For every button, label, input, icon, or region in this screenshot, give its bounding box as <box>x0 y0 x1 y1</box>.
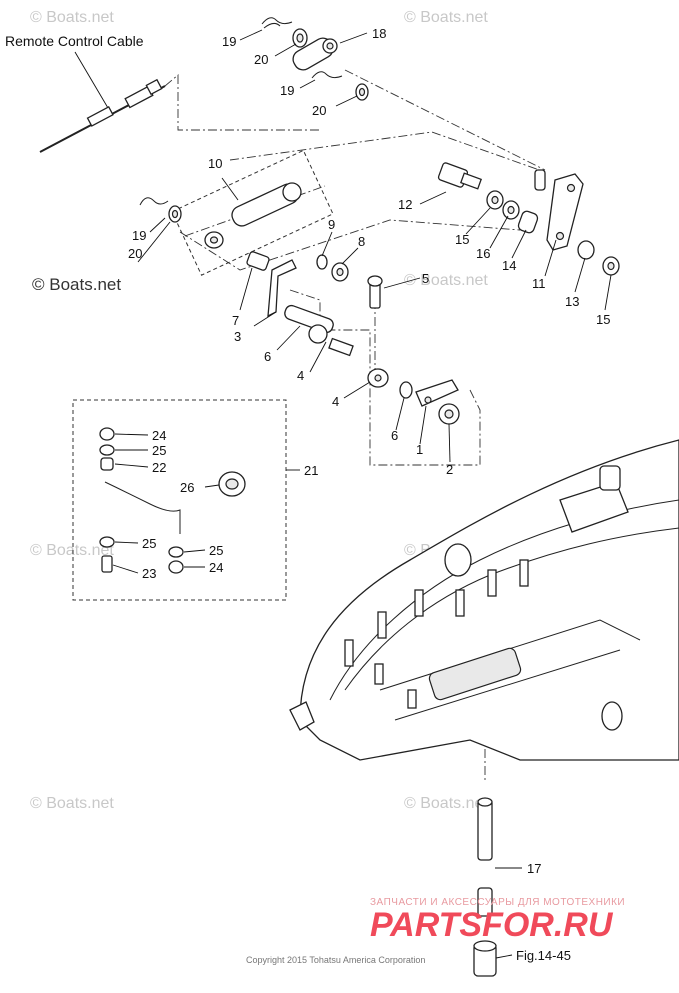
callout-18: 18 <box>372 26 386 41</box>
footer: ЗАПЧАСТИ И АКСЕССУАРЫ ДЛЯ МОТОТЕХНИКИ PA… <box>246 897 625 965</box>
callout-22: 22 <box>152 460 166 475</box>
cowling-posts <box>344 559 529 709</box>
figure-reference: Fig.14-45 <box>516 948 571 963</box>
callout-10: 10 <box>208 156 222 171</box>
callout-12: 12 <box>398 197 412 212</box>
watermark-text: © Boats.net <box>404 795 488 812</box>
callout-19: 19 <box>280 83 294 98</box>
remote-control-cable: Remote Control Cable <box>5 33 166 153</box>
callout-7: 7 <box>232 313 239 328</box>
bracket-assembly-right <box>437 162 620 276</box>
watermark-text: © Boats.net <box>30 9 114 26</box>
watermark-text: © Boats.net <box>32 275 121 294</box>
watermark-text: © Boats.net <box>404 272 488 289</box>
rod-assembly <box>139 149 334 276</box>
callout-21: 21 <box>304 463 318 478</box>
callout-6: 6 <box>264 349 271 364</box>
bottom-cowling <box>289 439 679 761</box>
callout-23: 23 <box>142 566 156 581</box>
callout-24: 24 <box>209 560 223 575</box>
brand-logo: PARTSFOR.RU <box>370 906 614 944</box>
callout-26: 26 <box>180 480 194 495</box>
callout-25: 25 <box>152 443 166 458</box>
callout-19: 19 <box>222 34 236 49</box>
callout-1: 1 <box>416 442 423 457</box>
remote-control-cable-label: Remote Control Cable <box>5 33 144 49</box>
watermark-text: © Boats.net <box>30 795 114 812</box>
shaft-assembly <box>473 797 497 977</box>
callout-25: 25 <box>142 536 156 551</box>
callout-4: 4 <box>297 368 304 383</box>
callout-4: 4 <box>332 394 339 409</box>
callout-8: 8 <box>358 234 365 249</box>
callout-25: 25 <box>209 543 223 558</box>
copyright-text: Copyright 2015 Tohatsu America Corporati… <box>246 955 425 965</box>
callout-17: 17 <box>527 861 541 876</box>
callout-labels: 19 20 18 19 20 10 19 20 12 15 16 14 11 1… <box>128 26 610 876</box>
promo-text: ЗАПЧАСТИ И АКСЕССУАРЫ ДЛЯ МОТОТЕХНИКИ <box>370 897 625 908</box>
callout-3: 3 <box>234 329 241 344</box>
callout-11: 11 <box>532 276 546 291</box>
callout-14: 14 <box>502 258 516 273</box>
callout-9: 9 <box>328 217 335 232</box>
callout-20: 20 <box>254 52 268 67</box>
watermark-text: © Boats.net <box>30 542 114 559</box>
leader-lines <box>112 29 612 959</box>
callout-15: 15 <box>455 232 469 247</box>
watermark-text: © Boats.net <box>404 9 488 26</box>
callout-24: 24 <box>152 428 166 443</box>
rod-kit <box>72 399 300 601</box>
watermarks: © Boats.net © Boats.net © Boats.net © Bo… <box>30 9 488 812</box>
callout-5: 5 <box>422 271 429 286</box>
callout-2: 2 <box>446 462 453 477</box>
callout-15: 15 <box>596 312 610 327</box>
callout-13: 13 <box>565 294 579 309</box>
callout-16: 16 <box>476 246 490 261</box>
callout-6: 6 <box>391 428 398 443</box>
callout-20: 20 <box>128 246 142 261</box>
link-assembly-top <box>261 17 369 101</box>
callout-20: 20 <box>312 103 326 118</box>
center-linkage <box>246 251 460 425</box>
callout-19: 19 <box>132 228 146 243</box>
